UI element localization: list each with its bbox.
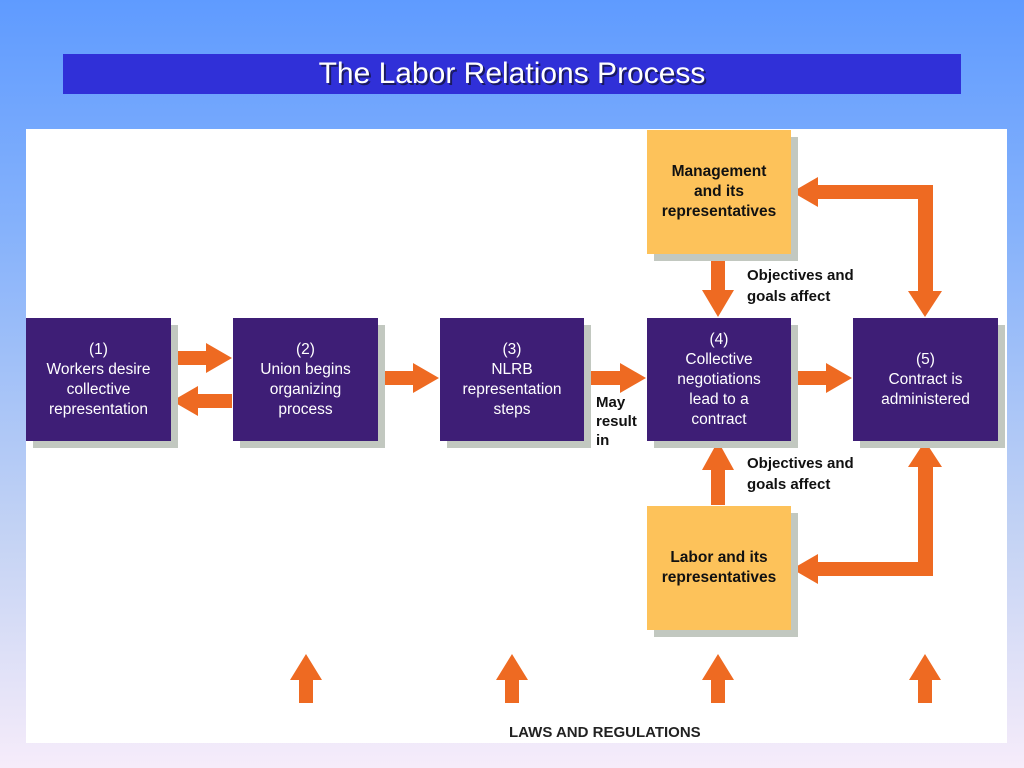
arrow-union-to-nlrb bbox=[380, 363, 439, 393]
box-labor: Labor and its representatives bbox=[647, 506, 791, 630]
arrow-laws-3 bbox=[702, 654, 734, 703]
arrow-loop-management-contract bbox=[792, 177, 942, 317]
arrow-laws-1 bbox=[290, 654, 322, 703]
label-objectives-bottom: Objectives and goals affect bbox=[747, 455, 854, 493]
slide-title: The Labor Relations Process bbox=[318, 57, 706, 90]
box-management: Management and its representatives bbox=[647, 130, 791, 254]
arrow-management-to-negotiations bbox=[702, 255, 734, 317]
arrow-laws-4 bbox=[909, 654, 941, 703]
box-workers-desire-representation: (1) Workers desire collective representa… bbox=[26, 318, 171, 441]
arrow-labor-to-negotiations bbox=[702, 441, 734, 505]
arrow-workers-to-union bbox=[172, 343, 232, 373]
label-objectives-top: Objectives and goals affect bbox=[747, 267, 854, 305]
arrow-negotiations-to-contract bbox=[792, 363, 852, 393]
box-contract-administered: (5) Contract is administered bbox=[853, 318, 998, 441]
label-laws-and-regulations: LAWS AND REGULATIONS bbox=[509, 724, 701, 741]
box-nlrb-steps: (3) NLRB representation steps bbox=[440, 318, 584, 441]
arrow-union-to-workers bbox=[172, 386, 232, 416]
box-collective-negotiations: (4) Collective negotiations lead to a co… bbox=[647, 318, 791, 441]
label-may-result-in: May result in bbox=[596, 394, 637, 449]
title-bar: The Labor Relations Process bbox=[63, 54, 961, 94]
arrow-loop-contract-labor bbox=[792, 441, 942, 584]
box-union-organizing: (2) Union begins organizing process bbox=[233, 318, 378, 441]
arrow-laws-2 bbox=[496, 654, 528, 703]
arrow-nlrb-to-negotiations bbox=[586, 363, 646, 393]
